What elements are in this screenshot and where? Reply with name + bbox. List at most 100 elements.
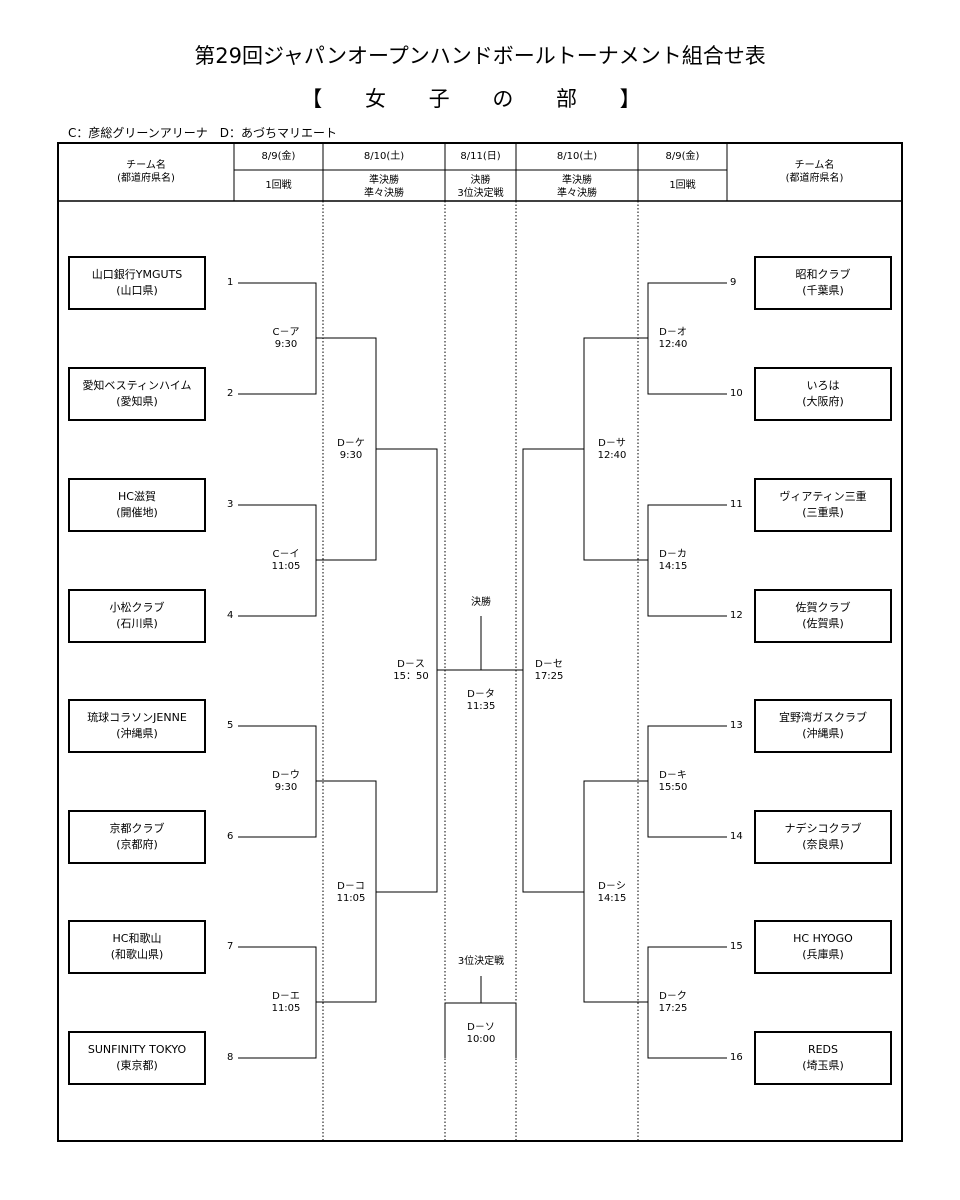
seed-number: 10: [730, 388, 743, 399]
r1-date-right: 8/9(金): [665, 151, 700, 162]
sf-label: 準決勝: [562, 175, 592, 186]
team-box: 山口銀行YMGUTS(山口県): [68, 256, 206, 310]
seed-number: 4: [227, 610, 234, 621]
bracket-frame: [57, 142, 903, 1142]
team-name: HC HYOGO: [793, 932, 853, 945]
final-title: 決勝: [471, 597, 491, 608]
header-team-right: チーム名 (都道府県名): [727, 159, 902, 185]
team-box: 小松クラブ (石川県): [68, 589, 206, 643]
team-name: 昭和クラブ: [795, 268, 851, 281]
venue-legend: C：彦総グリーンアリーナ D：あづちマリエート: [68, 126, 338, 140]
team-label: チーム名: [126, 160, 166, 171]
qf-date-right: 8/10(土): [556, 151, 598, 162]
team-box: ヴィアティン三重(三重県): [754, 478, 892, 532]
team-pref: (大阪府): [802, 395, 844, 408]
team-pref: (東京都): [116, 1059, 158, 1072]
team-name: ヴィアティン三重: [779, 490, 867, 503]
final-date: 8/11(日): [460, 151, 501, 162]
final-name: 決勝 3位決定戦: [445, 174, 516, 200]
team-box: HC滋賀 (開催地): [68, 478, 206, 532]
team-name: 小松クラブ: [109, 601, 165, 614]
qf-name-left: 準決勝 準々決勝: [323, 174, 445, 200]
seed-number: 13: [730, 720, 743, 731]
seed-number: 11: [730, 499, 743, 510]
qf-label: 準々決勝: [557, 188, 597, 199]
team-box: 昭和クラブ (千葉県): [754, 256, 892, 310]
team-box: いろは(大阪府): [754, 367, 892, 421]
team-name: SUNFINITY TOKYO: [87, 1043, 187, 1056]
team-name: 愛知ベスティンハイム: [82, 379, 192, 392]
seed-number: 6: [227, 831, 234, 842]
team-pref: (愛知県): [116, 395, 158, 408]
seed-number: 7: [227, 941, 234, 952]
r1-date-left: 8/9(金): [261, 151, 296, 162]
team-pref: (奈良県): [802, 838, 844, 851]
r1-name-left: 1回戦: [265, 180, 292, 191]
team-pref: (佐賀県): [802, 617, 844, 630]
team-name: HC滋賀: [118, 490, 156, 503]
sf-label: 準決勝: [369, 175, 399, 186]
seed-number: 2: [227, 388, 234, 399]
team-pref: (埼玉県): [802, 1059, 844, 1072]
team-pref: (兵庫県): [802, 948, 844, 961]
seed-number: 12: [730, 610, 743, 621]
seed-number: 3: [227, 499, 234, 510]
team-name: 琉球コラソンJENNE: [87, 711, 187, 724]
header-team-left: チーム名 (都道府県名): [58, 159, 234, 185]
seed-number: 9: [730, 277, 737, 288]
team-box: 宜野湾ガスクラブ (沖縄県): [754, 699, 892, 753]
team-name: REDS: [807, 1043, 839, 1056]
pref-label: (都道府県名): [785, 173, 844, 184]
team-box: 愛知ベスティンハイム (愛知県): [68, 367, 206, 421]
team-box: 京都クラブ (京都府): [68, 810, 206, 864]
seed-number: 5: [227, 720, 234, 731]
team-pref: (京都府): [116, 838, 158, 851]
team-box: SUNFINITY TOKYO (東京都): [68, 1031, 206, 1085]
team-name: ナデシコクラブ: [784, 822, 862, 835]
team-box: HC和歌山 (和歌山県): [68, 920, 206, 974]
team-box: ナデシコクラブ (奈良県): [754, 810, 892, 864]
team-pref: (沖縄県): [116, 727, 158, 740]
seed-number: 8: [227, 1052, 234, 1063]
team-pref: (千葉県): [802, 284, 844, 297]
team-name: HC和歌山: [112, 932, 162, 945]
team-pref: (和歌山県): [110, 948, 164, 961]
team-box: HC HYOGO (兵庫県): [754, 920, 892, 974]
seed-number: 16: [730, 1052, 743, 1063]
qf-name-right: 準決勝 準々決勝: [516, 174, 638, 200]
qf-label: 準々決勝: [364, 188, 404, 199]
team-pref: (開催地): [116, 506, 158, 519]
seed-number: 15: [730, 941, 743, 952]
page-title: 第29回ジャパンオープンハンドボールトーナメント組合せ表: [194, 44, 766, 68]
team-pref: (石川県): [116, 617, 158, 630]
third-place-title: 3位決定戦: [457, 956, 505, 967]
third-label: 3位決定戦: [457, 188, 504, 199]
page-subtitle: 【 女 子 の 部 】: [301, 87, 659, 111]
seed-number: 14: [730, 831, 743, 842]
r1-name-right: 1回戦: [669, 180, 696, 191]
qf-date-left: 8/10(土): [363, 151, 405, 162]
team-name: 佐賀クラブ: [795, 601, 851, 614]
team-name: 宜野湾ガスクラブ: [779, 711, 867, 724]
team-box: REDS (埼玉県): [754, 1031, 892, 1085]
team-name: 京都クラブ: [109, 822, 165, 835]
team-pref: (山口県): [116, 284, 158, 297]
team-pref: (沖縄県): [802, 727, 844, 740]
team-label: チーム名: [794, 160, 835, 171]
